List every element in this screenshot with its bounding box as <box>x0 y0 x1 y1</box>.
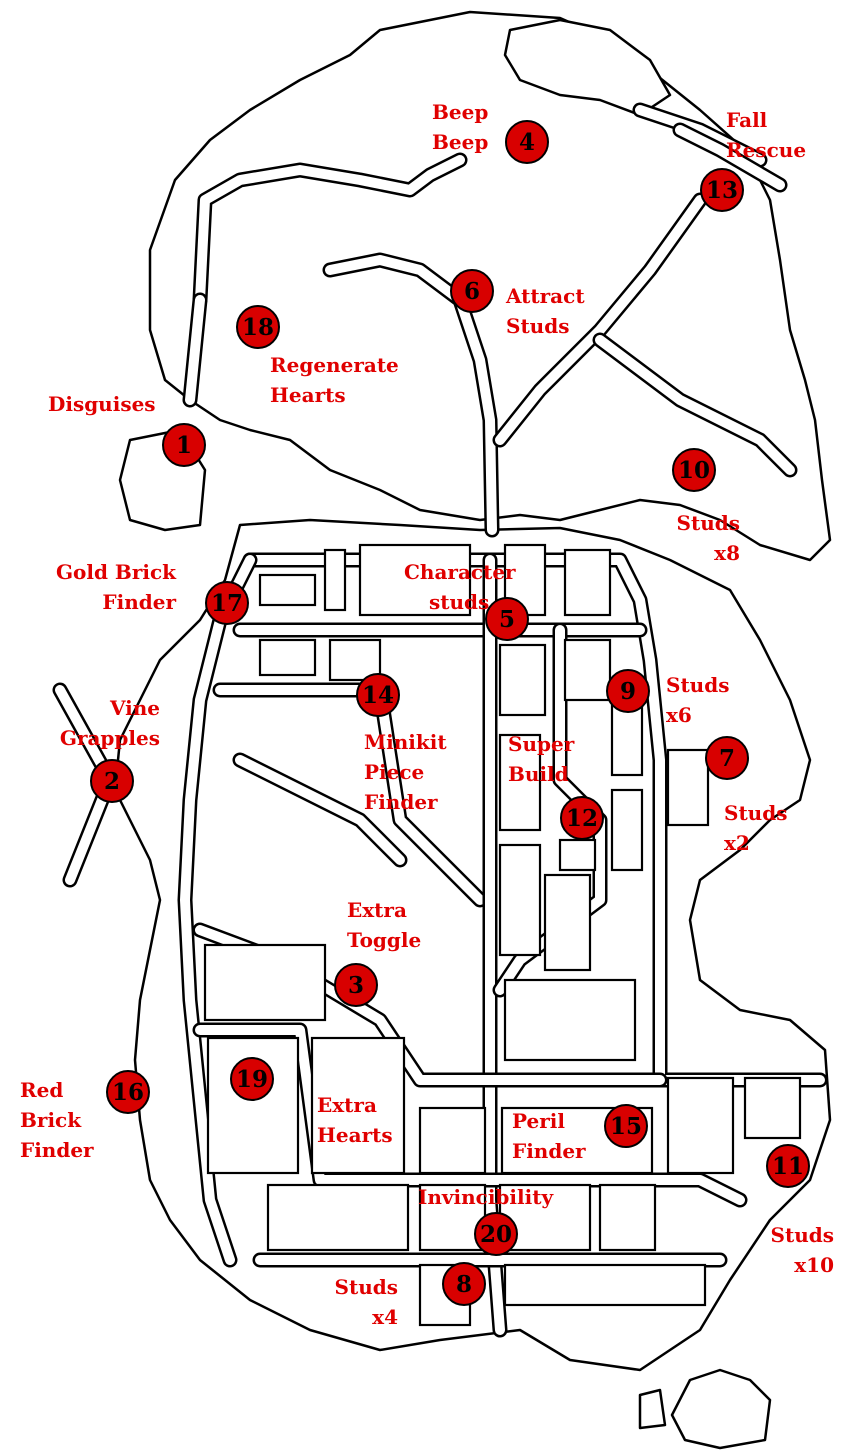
marker-number: 14 <box>361 681 394 709</box>
label-studs-x4: Studs x4 <box>334 1275 398 1329</box>
label-extra-toggle: Extra Toggle <box>347 898 422 952</box>
label-red-brick-finder: Red Brick Finder <box>20 1078 94 1162</box>
label-studs-x10: Studs x10 <box>770 1223 834 1277</box>
label-beep-beep: Beep Beep <box>432 100 489 154</box>
marker-regenerate-hearts[interactable]: 18 <box>236 305 280 349</box>
marker-peril-finder[interactable]: 15 <box>604 1104 648 1148</box>
label-studs-x6: Studs x6 <box>666 673 730 727</box>
marker-number: 7 <box>718 744 735 772</box>
marker-number: 1 <box>175 431 192 459</box>
marker-number: 12 <box>565 804 598 832</box>
label-invincibility: Invincibility <box>418 1185 554 1209</box>
marker-number: 11 <box>771 1152 804 1180</box>
marker-vine-grapples[interactable]: 2 <box>90 759 134 803</box>
marker-studs-x6[interactable]: 9 <box>606 669 650 713</box>
marker-beep-beep[interactable]: 4 <box>505 120 549 164</box>
marker-number: 9 <box>619 677 636 705</box>
marker-minikit-piece-finder[interactable]: 14 <box>356 673 400 717</box>
marker-fall-rescue[interactable]: 13 <box>700 168 744 212</box>
label-peril-finder: Peril Finder <box>512 1109 586 1163</box>
marker-number: 18 <box>241 313 274 341</box>
marker-studs-x2[interactable]: 7 <box>705 736 749 780</box>
marker-studs-x4[interactable]: 8 <box>442 1262 486 1306</box>
marker-super-build[interactable]: 12 <box>560 796 604 840</box>
marker-number: 19 <box>235 1065 268 1093</box>
marker-extra-hearts[interactable]: 19 <box>230 1057 274 1101</box>
label-studs-x2: Studs x2 <box>724 801 788 855</box>
marker-number: 10 <box>677 456 710 484</box>
marker-invincibility[interactable]: 20 <box>474 1212 518 1256</box>
marker-number: 13 <box>705 176 738 204</box>
label-attract-studs: Attract Studs <box>506 284 585 338</box>
marker-number: 16 <box>111 1078 144 1106</box>
marker-number: 4 <box>518 128 535 156</box>
marker-number: 15 <box>609 1112 642 1140</box>
marker-number: 8 <box>455 1270 472 1298</box>
label-studs-x8: Studs x8 <box>676 511 740 565</box>
label-extra-hearts: Extra Hearts <box>317 1093 393 1147</box>
marker-studs-x10[interactable]: 11 <box>766 1144 810 1188</box>
label-super-build: Super Build <box>508 732 575 786</box>
marker-number: 20 <box>479 1220 512 1248</box>
label-minikit-piece-finder: Minikit Piece Finder <box>364 730 447 814</box>
marker-number: 17 <box>210 589 243 617</box>
marker-red-brick-finder[interactable]: 16 <box>106 1070 150 1114</box>
label-regenerate-hearts: Regenerate Hearts <box>270 353 399 407</box>
label-gold-brick-finder: Gold Brick Finder <box>55 560 176 614</box>
label-character-studs: Character studs <box>404 560 516 614</box>
marker-studs-x8[interactable]: 10 <box>672 448 716 492</box>
marker-attract-studs[interactable]: 6 <box>450 269 494 313</box>
marker-number: 3 <box>347 971 364 999</box>
marker-number: 6 <box>463 277 480 305</box>
label-disguises: Disguises <box>48 392 156 416</box>
marker-number: 2 <box>103 767 120 795</box>
marker-disguises[interactable]: 1 <box>162 423 206 467</box>
marker-character-studs[interactable]: 5 <box>485 597 529 641</box>
label-vine-grapples: Vine Grapples <box>59 696 160 750</box>
marker-number: 5 <box>498 605 515 633</box>
marker-gold-brick-finder[interactable]: 17 <box>205 581 249 625</box>
marker-extra-toggle[interactable]: 3 <box>334 963 378 1007</box>
label-fall-rescue: Fall Rescue <box>726 108 807 162</box>
